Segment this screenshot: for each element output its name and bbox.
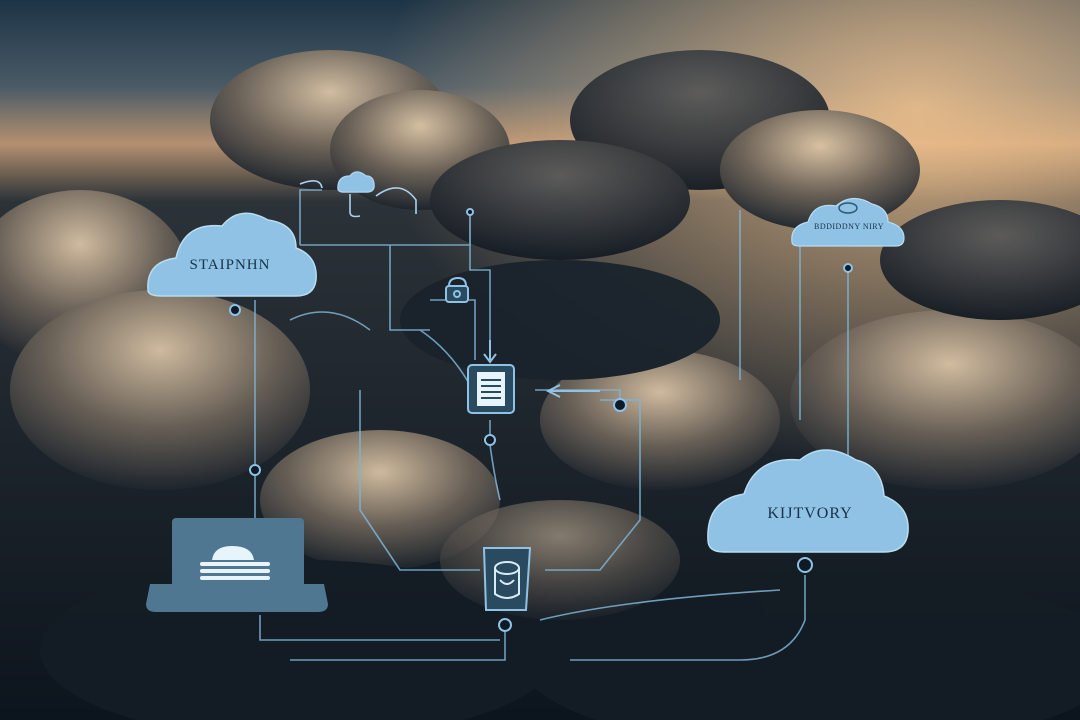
left-cloud-label: STAIPNHN xyxy=(189,257,271,273)
document-panel xyxy=(467,340,600,414)
connector-nodes xyxy=(229,208,853,632)
small-top-cloud-icon xyxy=(299,171,417,218)
monitor-panel xyxy=(146,518,328,612)
right-cloud-node xyxy=(707,449,909,553)
right-cloud-label: KIJTVORY xyxy=(767,505,853,522)
document-icon xyxy=(477,372,505,406)
lock-icon xyxy=(445,276,469,303)
top-right-cloud-label: BDDIDDNY NIRY xyxy=(814,222,884,231)
cloud-stack-icon xyxy=(200,546,270,580)
left-cloud-node xyxy=(147,212,317,297)
database-panel xyxy=(482,547,532,611)
database-icon xyxy=(494,561,520,599)
top-right-cloud-node xyxy=(791,197,905,247)
cloud-icon xyxy=(838,202,858,214)
